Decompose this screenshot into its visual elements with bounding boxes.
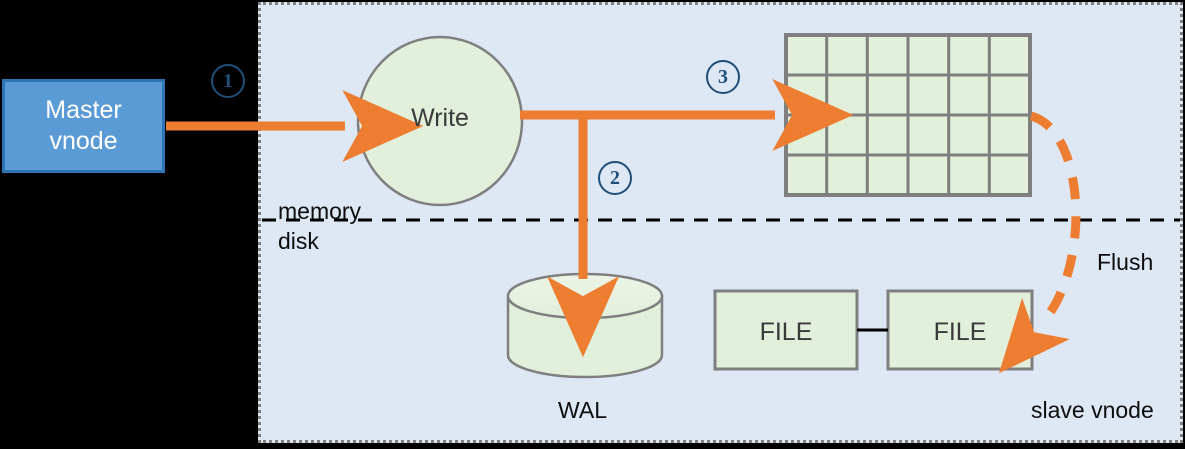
step-badge-3: 3 — [706, 60, 740, 94]
memory-label: memory — [278, 198, 362, 224]
flush-label: Flush — [1097, 249, 1154, 275]
wal-label: WAL — [558, 397, 607, 423]
master-vnode-line2: vnode — [49, 127, 118, 155]
file-right-label: FILE — [934, 318, 987, 346]
write-node-label: Write — [411, 104, 469, 132]
memtable-grid — [784, 33, 1032, 197]
disk-label: disk — [278, 228, 319, 254]
file-left-label: FILE — [760, 318, 813, 346]
wal-cylinder — [506, 272, 664, 379]
master-vnode-box[interactable]: Master vnode — [2, 79, 165, 173]
master-vnode-line1: Master — [45, 96, 122, 124]
arrow-flush — [999, 111, 1081, 374]
step-badge-2: 2 — [598, 161, 632, 195]
step-badge-1: 1 — [211, 64, 245, 98]
slave-vnode-label: slave vnode — [1031, 397, 1154, 423]
